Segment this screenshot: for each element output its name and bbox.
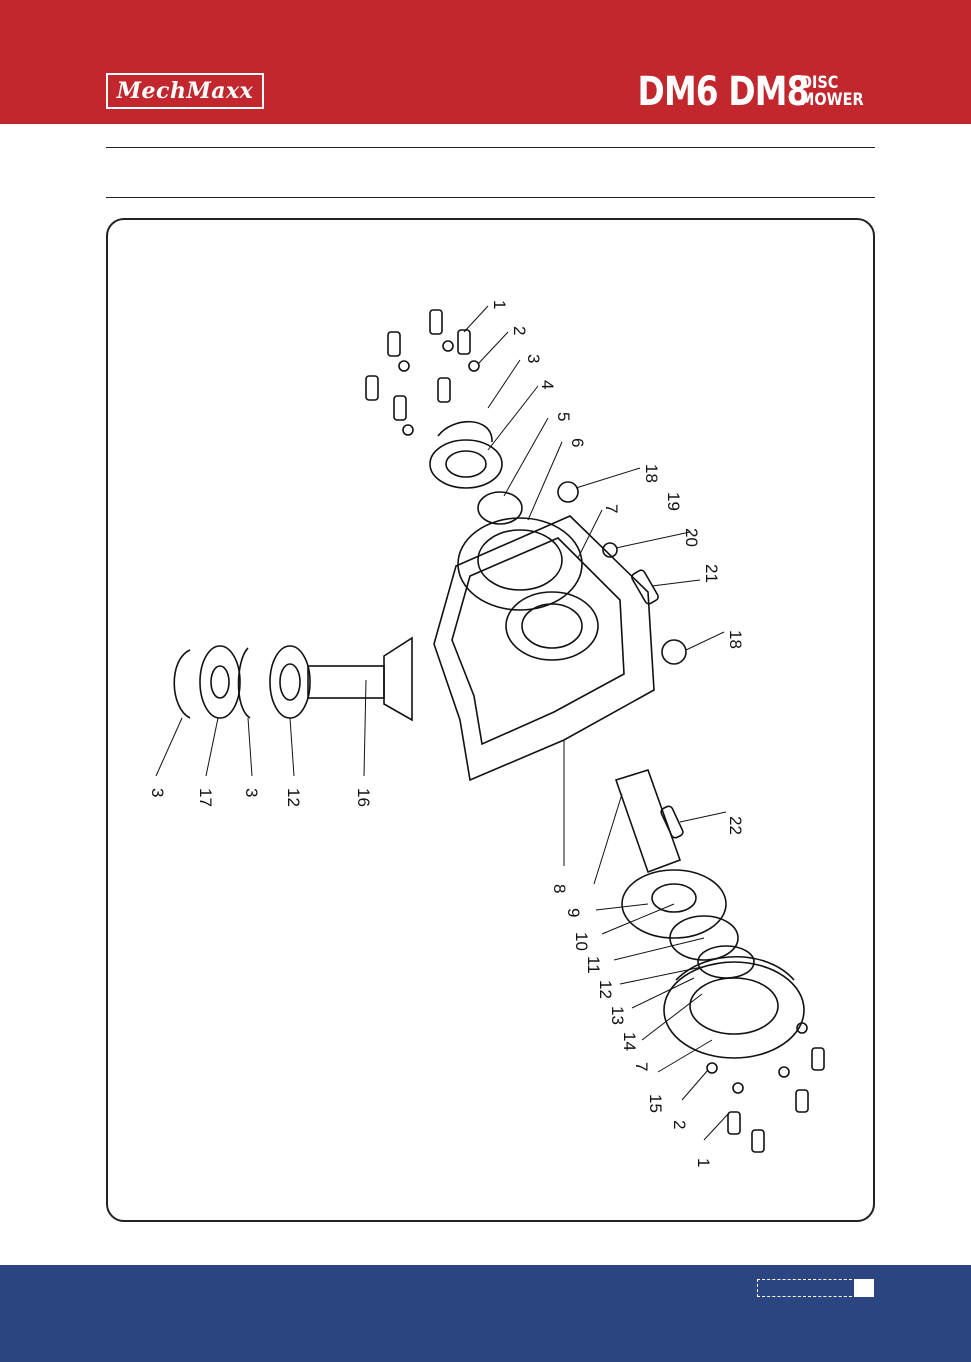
brand-name: MechMaxx	[117, 78, 254, 104]
side-plug	[662, 640, 686, 664]
callout-label-14: 14	[620, 1032, 639, 1051]
callout-label-21: 21	[702, 564, 721, 583]
left-circlip	[174, 650, 190, 718]
lower-flange	[664, 962, 804, 1058]
bolt	[438, 378, 450, 402]
exploded-gearbox-diagram: 1234567181920211831731216891011121314715…	[108, 220, 875, 1222]
upper-bearing	[430, 440, 502, 488]
housing-bore	[506, 592, 598, 660]
bevel-gear-hub	[652, 884, 696, 912]
product-title: DM6 DM8 DISC MOWER	[600, 70, 875, 114]
key	[630, 569, 659, 605]
callout-label-16: 16	[354, 788, 373, 807]
washer	[403, 425, 413, 435]
washer	[707, 1063, 717, 1073]
callout-label-17: 17	[196, 788, 215, 807]
input-bearing	[270, 646, 310, 718]
spacer-ring	[200, 646, 240, 718]
upper-flange-inner	[478, 530, 562, 590]
upper-bearing-inner	[446, 451, 486, 477]
callout-label-15: 15	[646, 1094, 665, 1113]
page-indicator-box	[757, 1279, 857, 1297]
bolt	[752, 1130, 764, 1152]
bolt	[796, 1090, 808, 1112]
housing-inner-panel	[452, 538, 624, 744]
callout-label-18: 18	[642, 464, 661, 483]
upper-circlip	[438, 422, 492, 442]
model-names: DM6 DM8	[637, 69, 808, 115]
bolt	[430, 310, 442, 334]
product-kind-line2: MOWER	[800, 90, 864, 110]
callout-label-11: 11	[584, 956, 603, 974]
page-number	[854, 1279, 874, 1297]
housing-bore-inner	[522, 604, 582, 648]
callout-label-13: 13	[608, 1006, 627, 1025]
input-bearing-inner	[280, 664, 300, 700]
section-divider	[106, 197, 875, 198]
bolt	[458, 330, 470, 354]
callout-label-1: 1	[694, 1158, 713, 1167]
callout-label-5: 5	[554, 412, 573, 421]
callout-label-19: 19	[664, 492, 683, 511]
washer	[779, 1067, 789, 1077]
callout-label-6: 6	[568, 438, 587, 447]
input-shaft	[308, 666, 384, 698]
callout-label-4: 4	[538, 380, 557, 389]
callout-label-12: 12	[284, 788, 303, 807]
input-pinion	[384, 638, 412, 720]
bolt	[812, 1048, 824, 1070]
output-shaft	[616, 770, 680, 872]
callout-label-18: 18	[726, 630, 745, 649]
callout-label-3: 3	[242, 788, 261, 797]
callout-label-12: 12	[596, 980, 615, 999]
product-kind: DISC MOWER	[800, 75, 864, 109]
bolt	[366, 376, 378, 400]
plug	[558, 482, 578, 502]
callout-label-20: 20	[682, 528, 701, 547]
callout-label-3: 3	[148, 788, 167, 797]
callout-label-3: 3	[524, 354, 543, 363]
callout-label-7: 7	[632, 1062, 651, 1071]
upper-seal	[478, 492, 522, 524]
callout-label-2: 2	[670, 1120, 689, 1129]
brand-logo: MechMaxx	[106, 73, 264, 109]
header-bar: MechMaxx DM6 DM8 DISC MOWER	[0, 0, 971, 124]
callout-label-9: 9	[564, 908, 583, 917]
washer	[443, 341, 453, 351]
upper-flange	[458, 518, 582, 610]
callout-label-1: 1	[490, 300, 509, 309]
washer	[399, 361, 409, 371]
bolt	[388, 332, 400, 356]
callout-label-22: 22	[726, 816, 745, 835]
top-divider	[106, 147, 875, 148]
washer	[733, 1083, 743, 1093]
washer	[469, 361, 479, 371]
callout-label-10: 10	[572, 932, 591, 951]
bolt	[728, 1112, 740, 1134]
bolt	[394, 396, 406, 420]
callout-label-7: 7	[602, 504, 621, 513]
callout-label-8: 8	[550, 884, 569, 893]
lower-flange-inner	[690, 978, 778, 1034]
spacer-ring-inner	[211, 666, 229, 698]
callout-label-2: 2	[510, 326, 529, 335]
